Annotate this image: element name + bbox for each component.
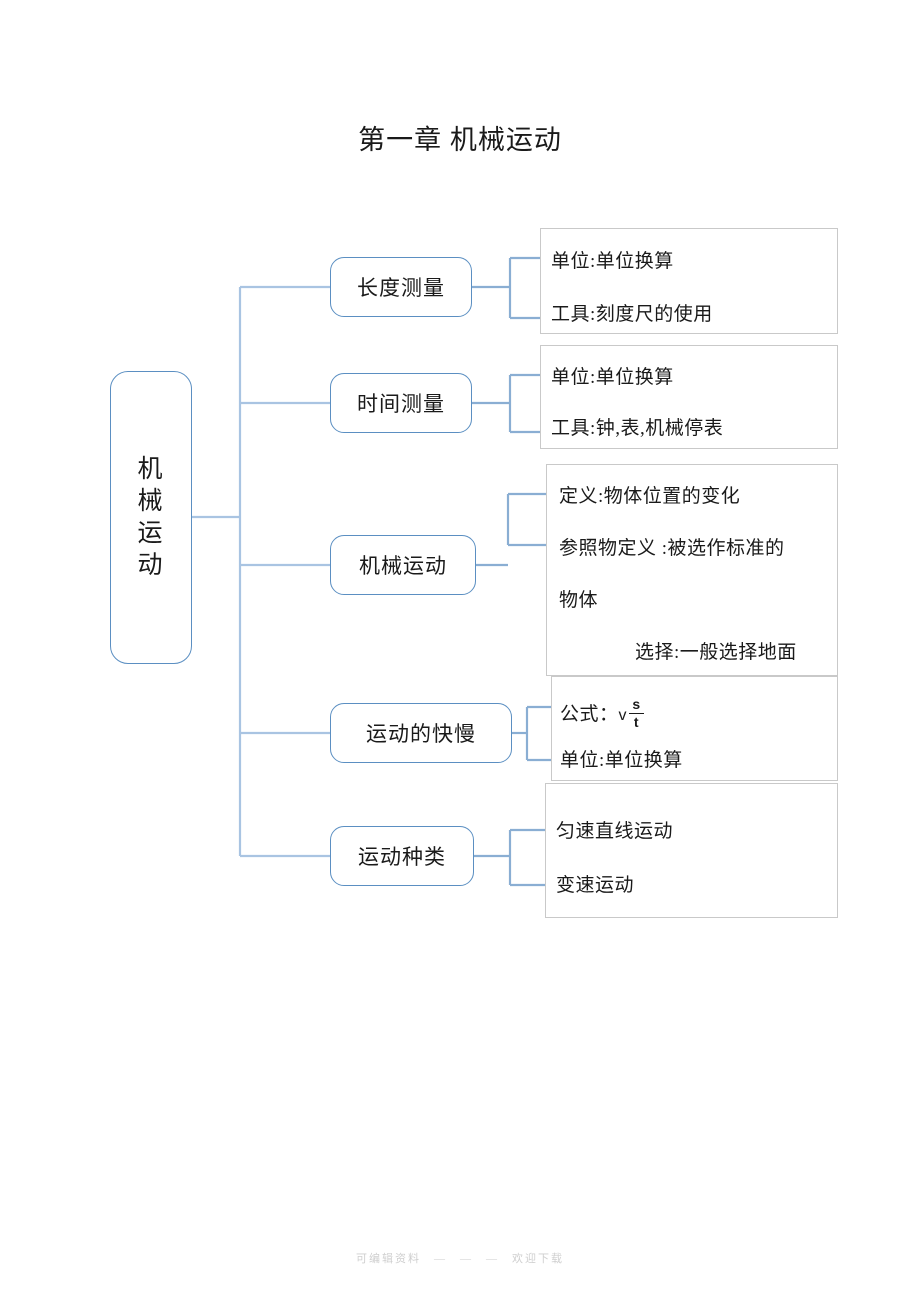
root-node-label: 机 械 运 动: [137, 455, 165, 579]
detail-line: 单位:单位换算: [551, 367, 674, 388]
detail-line: 工具:钟,表,机械停表: [551, 418, 724, 439]
detail-line: 变速运动: [556, 875, 635, 896]
branch-node-label: 运动的快慢: [366, 722, 476, 746]
page-title: 第一章 机械运动: [358, 125, 562, 155]
detail-line: 参照物定义 :被选作标准的: [559, 538, 785, 559]
branch-node-label: 长度测量: [357, 276, 445, 300]
page-footer: 可编辑资料 — — — 欢迎下载: [356, 1253, 564, 1265]
detail-box-time-measurement: 单位:单位换算 工具:钟,表,机械停表: [540, 345, 838, 449]
formula-symbol: v: [618, 706, 628, 724]
detail-line: 选择:一般选择地面: [635, 642, 797, 663]
detail-line: 匀速直线运动: [556, 821, 674, 842]
formula-label: 公式：: [560, 703, 619, 725]
branch-node-time-measurement[interactable]: 时间测量: [330, 373, 472, 433]
branch-node-length-measurement[interactable]: 长度测量: [330, 257, 472, 317]
fraction-bar: [629, 712, 645, 715]
detail-line: 单位:单位换算: [551, 251, 674, 272]
branch-node-mechanical-motion[interactable]: 机械运动: [330, 535, 476, 595]
branch-node-label: 运动种类: [358, 845, 446, 869]
detail-box-motion-types: 匀速直线运动 变速运动: [545, 783, 838, 918]
detail-line: 定义:物体位置的变化: [559, 486, 741, 507]
detail-box-length-measurement: 单位:单位换算 工具:刻度尺的使用: [540, 228, 838, 334]
detail-line: 单位:单位换算: [560, 750, 683, 771]
branch-node-label: 时间测量: [357, 392, 445, 416]
branch-node-label: 机械运动: [359, 554, 447, 578]
detail-box-mechanical-motion: 定义:物体位置的变化 参照物定义 :被选作标准的 物体 选择:一般选择地面: [546, 464, 838, 676]
root-node[interactable]: 机 械 运 动: [110, 371, 192, 664]
formula-denominator: t: [633, 714, 640, 731]
detail-line: 工具:刻度尺的使用: [551, 304, 713, 325]
formula-numerator: s: [632, 696, 641, 712]
branch-node-motion-types[interactable]: 运动种类: [330, 826, 474, 886]
detail-line: 物体: [559, 590, 599, 611]
branch-node-speed-of-motion[interactable]: 运动的快慢: [330, 703, 512, 763]
